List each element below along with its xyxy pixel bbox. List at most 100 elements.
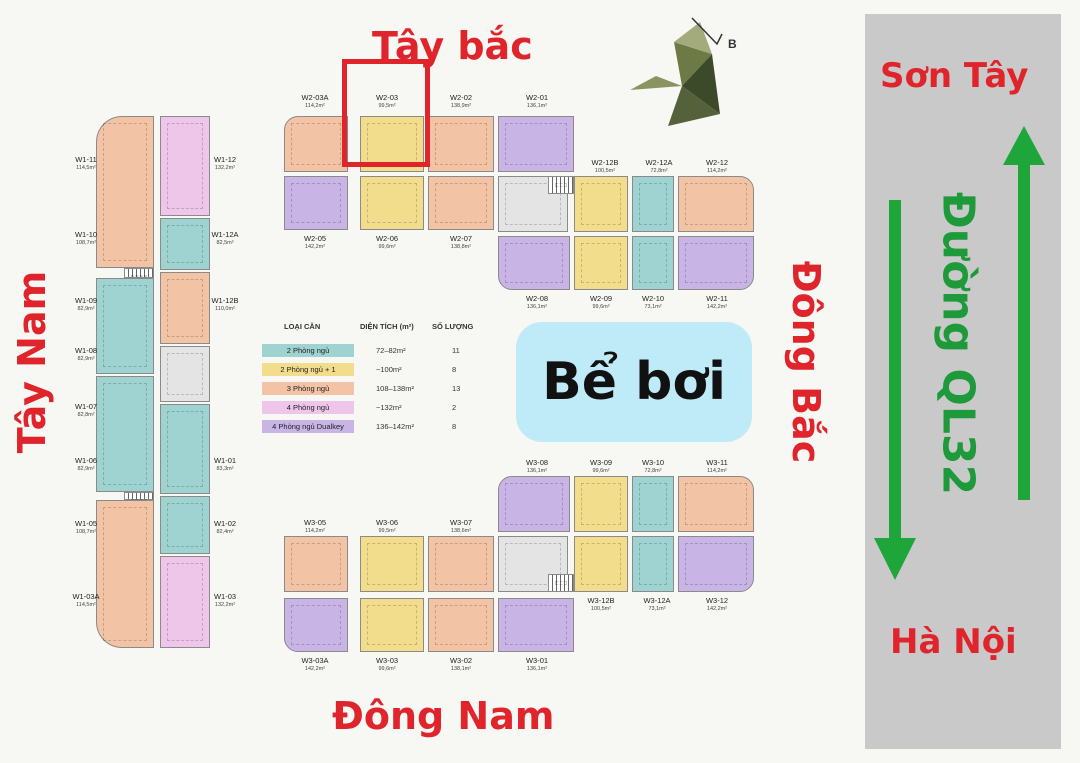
- stair-w1-top: [124, 268, 154, 278]
- legend-count: 8: [452, 422, 457, 431]
- unit-w1-02-block[interactable]: [160, 496, 210, 554]
- arrow-up-icon: [1003, 126, 1045, 500]
- unit-w2-12-block[interactable]: [678, 176, 754, 232]
- unit-w3-07-block[interactable]: [428, 536, 494, 592]
- unit-w1-07-block[interactable]: [96, 376, 154, 492]
- legend-type: 2 Phòng ngủ + 1: [262, 363, 354, 376]
- unit-w1-03-block[interactable]: [160, 556, 210, 648]
- unit-w3-10-block[interactable]: [632, 476, 674, 532]
- direction-south-east: Đông Nam: [332, 694, 555, 738]
- unit-w1-12a-block[interactable]: [160, 218, 210, 270]
- unit-w2-10-block[interactable]: [632, 236, 674, 290]
- legend-type: 4 Phòng ngủ: [262, 401, 354, 414]
- unit-w1-11-block[interactable]: [96, 116, 154, 268]
- legend-area: ~132m²: [376, 403, 402, 412]
- unit-w3-01-block[interactable]: [498, 598, 574, 652]
- unit-w1-09-block[interactable]: [96, 278, 154, 374]
- unit-w2-12b-block[interactable]: [574, 176, 628, 232]
- unit-w2-01-block[interactable]: [498, 116, 574, 172]
- compass-icon: B: [630, 17, 737, 126]
- legend-type: 2 Phòng ngủ: [262, 344, 354, 357]
- unit-w2-12a-block[interactable]: [632, 176, 674, 232]
- unit-w1-12-block[interactable]: [160, 116, 210, 216]
- legend-header-area: DIỆN TÍCH (m²): [360, 322, 414, 331]
- core-w3: [498, 536, 568, 592]
- stair-w1-bottom: [124, 492, 154, 501]
- legend-area: 108–138m²: [376, 384, 414, 393]
- legend-area: 136–142m²: [376, 422, 414, 431]
- unit-w1-12b-block[interactable]: [160, 272, 210, 344]
- direction-north-east: Đông Bắc: [784, 260, 828, 464]
- pool-label: Bể bơi: [542, 352, 726, 412]
- bottom-destination: Hà Nội: [890, 622, 1017, 662]
- direction-south-west: Tây Nam: [10, 270, 54, 454]
- unit-w3-12a-block[interactable]: [632, 536, 674, 592]
- unit-w3-12-block[interactable]: [678, 536, 754, 592]
- unit-w1-01-block[interactable]: [160, 404, 210, 494]
- unit-w3-11-block[interactable]: [678, 476, 754, 532]
- unit-w3-08-block[interactable]: [498, 476, 570, 532]
- legend-type: 3 Phòng ngủ: [262, 382, 354, 395]
- legend-count: 11: [452, 346, 460, 355]
- unit-w1-05-block[interactable]: [96, 500, 154, 648]
- unit-w2-06-block[interactable]: [360, 176, 424, 230]
- legend-row: 4 Phòng ngủ ~132m² 2: [262, 401, 484, 415]
- unit-w3-05-block[interactable]: [284, 536, 348, 592]
- legend-row: 2 Phòng ngủ 72–82m² 11: [262, 344, 484, 358]
- top-destination: Sơn Tây: [880, 56, 1029, 96]
- unit-w3-12b-block[interactable]: [574, 536, 628, 592]
- unit-w3-03a-block[interactable]: [284, 598, 348, 652]
- unit-w2-11-block[interactable]: [678, 236, 754, 290]
- stair-w2: [548, 176, 574, 194]
- arrow-down-icon: [874, 200, 916, 580]
- unit-w3-02-block[interactable]: [428, 598, 494, 652]
- unit-w2-08-block[interactable]: [498, 236, 570, 290]
- unit-w2-07-block[interactable]: [428, 176, 494, 230]
- legend-type: 4 Phòng ngủ Dualkey: [262, 420, 354, 433]
- pool: Bể bơi: [516, 322, 752, 442]
- unit-w2-09-block[interactable]: [574, 236, 628, 290]
- legend-row: 3 Phòng ngủ 108–138m² 13: [262, 382, 484, 396]
- legend-row: 4 Phòng ngủ Dualkey 136–142m² 8: [262, 420, 484, 434]
- unit-w3-09-block[interactable]: [574, 476, 628, 532]
- stair-w3: [548, 574, 574, 592]
- unit-w3-03-block[interactable]: [360, 598, 424, 652]
- unit-w2-03a-block[interactable]: [284, 116, 348, 172]
- highlight-box-w2-03: [342, 59, 430, 167]
- unit-w3-06-block[interactable]: [360, 536, 424, 592]
- legend-count: 2: [452, 403, 457, 412]
- unit-w2-02-block[interactable]: [428, 116, 494, 172]
- unit-w2-05-block[interactable]: [284, 176, 348, 230]
